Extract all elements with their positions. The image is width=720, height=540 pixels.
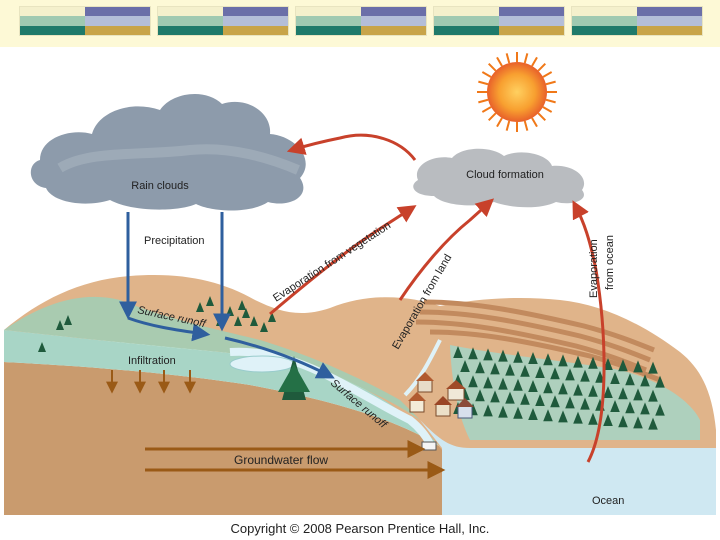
header-tile-swatch <box>572 26 637 35</box>
sun-ray <box>507 121 510 131</box>
header-tile-swatch <box>296 16 361 25</box>
sun-ray <box>497 57 502 66</box>
sun-ray <box>507 53 510 63</box>
header-tile-swatch <box>158 26 223 35</box>
header-tile-swatch <box>637 26 702 35</box>
evaporation-ocean-label-1: Evaporation <box>588 239 600 298</box>
ocean-label: Ocean <box>592 495 624 507</box>
header-tile <box>571 6 703 36</box>
header-tile-swatch <box>361 26 426 35</box>
header-tile-swatch <box>158 16 223 25</box>
header-tile-swatch <box>296 26 361 35</box>
cloud-formation-label: Cloud formation <box>466 169 544 181</box>
header-tile-swatch <box>499 26 564 35</box>
header-tile <box>19 6 151 36</box>
sun-icon <box>477 52 557 132</box>
evaporation-ocean-label-2: from ocean <box>604 235 616 290</box>
water-cycle-diagram: Rain clouds Cloud formation Precipitatio… <box>0 47 720 515</box>
evaporation-vegetation-label: Evaporation from vegetation <box>271 220 393 305</box>
header-tile-swatch <box>361 16 426 25</box>
header-tile-swatch <box>434 16 499 25</box>
sun-ray <box>497 118 502 127</box>
groundwater-flow-label: Groundwater flow <box>234 453 328 467</box>
header-tile-swatch <box>637 7 702 16</box>
header-tile-swatch <box>85 16 150 25</box>
header-tile-swatch <box>296 7 361 16</box>
sun-ray <box>543 72 552 77</box>
sun-ray <box>478 100 488 103</box>
sun-ray <box>525 53 528 63</box>
header-tile-swatch <box>20 16 85 25</box>
rain-clouds-label: Rain clouds <box>131 180 189 192</box>
header-tile-swatch <box>572 7 637 16</box>
sun-ray <box>489 113 496 120</box>
header-tile <box>433 6 565 36</box>
header-tile <box>157 6 289 36</box>
sun-ray <box>538 64 545 71</box>
header-tile-swatch <box>572 16 637 25</box>
sun-ray <box>543 107 552 112</box>
header-tile-swatch <box>499 16 564 25</box>
header-band <box>0 0 720 47</box>
header-tile-swatch <box>20 7 85 16</box>
header-tile-swatch <box>499 7 564 16</box>
header-tile-swatch <box>434 26 499 35</box>
sun-ray <box>532 57 537 66</box>
header-tile-swatch <box>158 7 223 16</box>
header-tile-swatch <box>223 7 288 16</box>
header-tile-swatch <box>434 7 499 16</box>
sun-ray <box>489 64 496 71</box>
header-tile-swatch <box>20 26 85 35</box>
infiltration-label: Infiltration <box>128 355 176 367</box>
sun-ray <box>546 82 556 85</box>
sun-ray <box>482 72 491 77</box>
sun-ray <box>525 121 528 131</box>
sun-ray <box>482 107 491 112</box>
sun-ray <box>478 82 488 85</box>
sun-ray <box>532 118 537 127</box>
header-tile <box>295 6 427 36</box>
sun-ray <box>546 100 556 103</box>
header-tile-swatch <box>223 16 288 25</box>
header-tile-swatch <box>361 7 426 16</box>
header-tile-swatch <box>223 26 288 35</box>
header-tile-swatch <box>85 7 150 16</box>
header-tile-swatch <box>85 26 150 35</box>
rain-cloud-icon <box>31 94 306 211</box>
sun-ray <box>538 113 545 120</box>
precipitation-label: Precipitation <box>144 235 205 247</box>
header-tile-swatch <box>637 16 702 25</box>
copyright-notice: Copyright © 2008 Pearson Prentice Hall, … <box>0 521 720 536</box>
